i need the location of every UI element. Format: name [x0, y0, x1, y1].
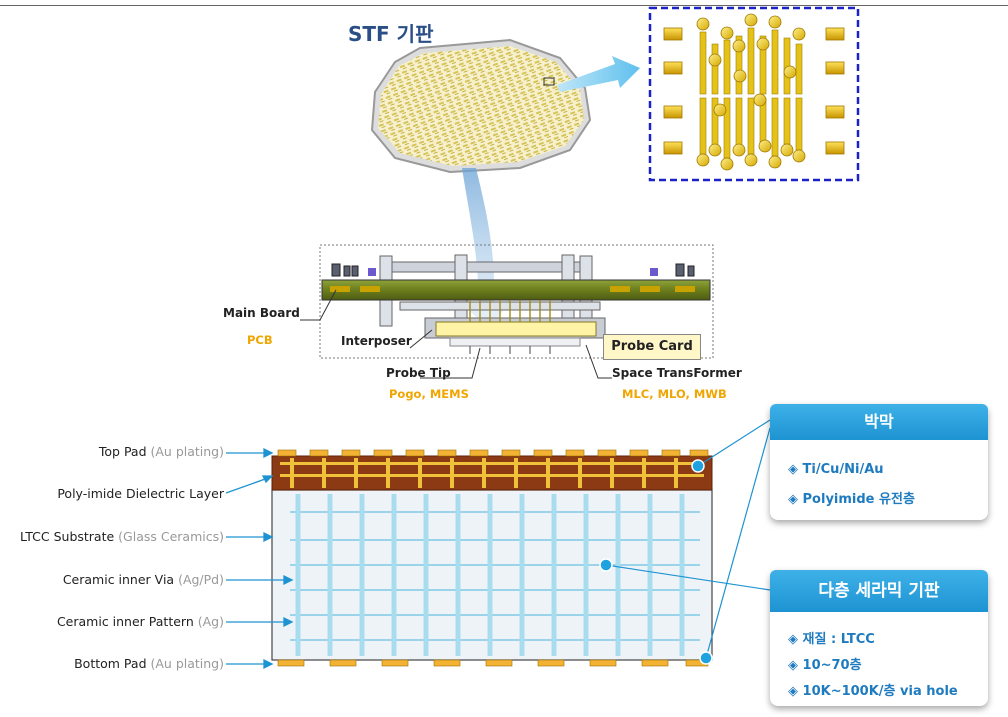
callout-dots: [599, 459, 713, 665]
zoom-arrow: [557, 56, 640, 92]
layer-sub: (Au plating): [150, 656, 225, 671]
pogo-mems-label: Pogo, MEMS: [389, 387, 469, 401]
beam-arrow: [458, 168, 510, 330]
layer-name: Poly-imide Dielectric Layer: [57, 486, 224, 501]
space-transformer-label: Space TransFormer: [612, 366, 742, 380]
probe-leader-lines: [300, 289, 612, 379]
main-board-label: Main Board: [223, 306, 300, 320]
layer-name: Top Pad: [98, 444, 147, 459]
thin-film-item: ◈ Ti/Cu/Ni/Au: [788, 462, 884, 477]
layer-sub: (Ag/Pd): [178, 572, 224, 587]
probe-card-box: Probe Card: [603, 334, 701, 360]
wafer-image: [370, 38, 592, 174]
layer-arrows: [225, 447, 294, 670]
callout-lines: [605, 419, 771, 659]
layer-label-inner-via: Ceramic inner Via (Ag/Pd): [63, 572, 224, 587]
layer-name: Ceramic inner Via: [62, 572, 175, 587]
multilayer-item: ◈ 재질 : LTCC: [788, 632, 875, 647]
layer-label-ltcc: LTCC Substrate (Glass Ceramics): [20, 529, 224, 544]
layer-sub: (Glass Ceramics): [118, 529, 224, 544]
interposer-label: Interposer: [341, 334, 412, 348]
thin-film-card: 박막 ◈ Ti/Cu/Ni/Au ◈ Polyimide 유전층: [770, 404, 988, 520]
thin-film-title: 박막: [770, 404, 988, 440]
layer-label-inner-pattern: Ceramic inner Pattern (Ag): [57, 614, 224, 629]
top-rule: [0, 5, 1008, 6]
probe-card-drawing: [319, 244, 714, 359]
pcb-label: PCB: [247, 333, 273, 347]
probe-tip-label: Probe Tip: [386, 366, 451, 380]
ltcc-cross-section: [271, 449, 713, 667]
layer-label-bottom-pad: Bottom Pad (Au plating): [74, 656, 224, 671]
layer-sub: (Au plating): [150, 444, 225, 459]
stf-title: STF 기판: [348, 22, 434, 46]
thin-film-item: ◈ Polyimide 유전층: [788, 492, 915, 507]
multilayer-card: 다층 세라믹 기판 ◈ 재질 : LTCC ◈ 10~70층 ◈ 10K~100…: [770, 570, 988, 706]
layer-sub: (Ag): [197, 614, 224, 629]
layer-name: Ceramic inner Pattern: [56, 614, 194, 629]
die-detail: [648, 6, 860, 182]
layer-label-top-pad: Top Pad (Au plating): [99, 444, 224, 459]
multilayer-item: ◈ 10K~100K/층 via hole: [788, 684, 958, 699]
layer-label-polyimide: Poly-imide Dielectric Layer: [57, 486, 224, 501]
multilayer-item: ◈ 10~70층: [788, 658, 862, 673]
layer-name: LTCC Substrate: [20, 529, 115, 544]
mlc-mlo-mwb-label: MLC, MLO, MWB: [622, 387, 727, 401]
multilayer-title: 다층 세라믹 기판: [770, 570, 988, 612]
layer-name: Bottom Pad: [74, 656, 147, 671]
